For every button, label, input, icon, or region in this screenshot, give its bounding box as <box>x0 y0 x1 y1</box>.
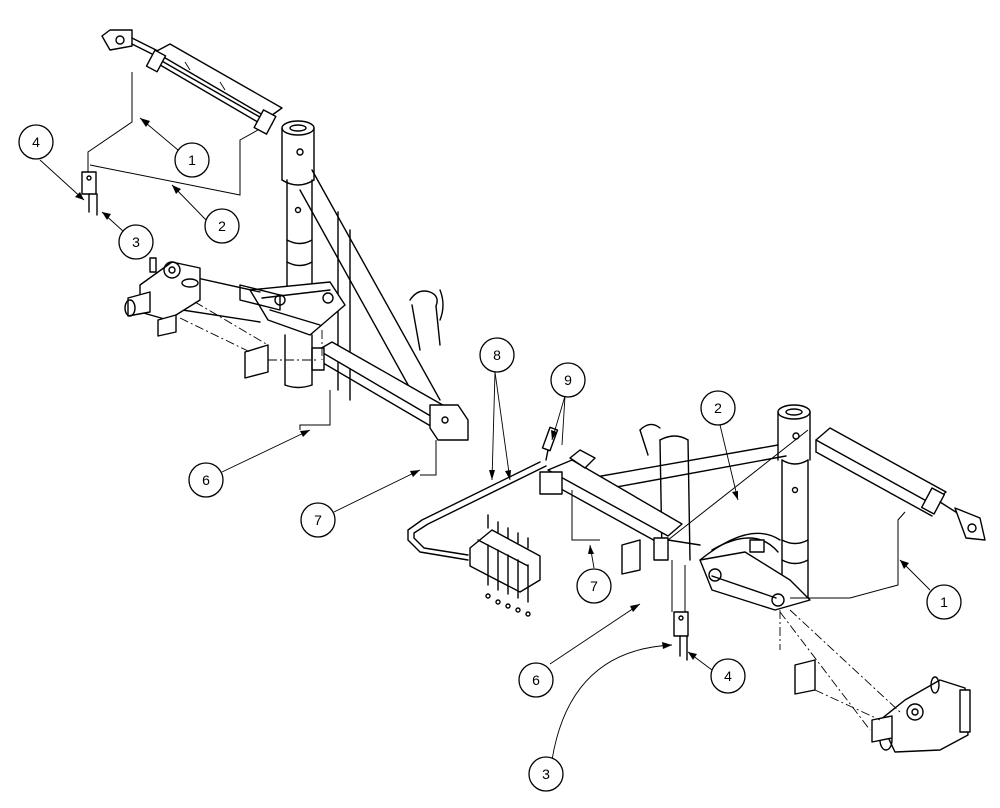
right-vertical-post <box>777 404 811 601</box>
callout-8: 8 <box>479 337 515 373</box>
svg-text:4: 4 <box>724 668 732 684</box>
callout-6-left: 6 <box>188 462 224 498</box>
right-tube-fitting <box>639 423 661 456</box>
right-lower-cylinder <box>539 449 701 561</box>
right-upper-cylinder <box>815 427 986 541</box>
right-base-plate <box>871 676 971 753</box>
callout-3-left: 3 <box>118 224 154 260</box>
right-hoses <box>571 429 906 612</box>
svg-text:4: 4 <box>32 134 40 150</box>
left-assembly <box>81 29 469 476</box>
control-valve-bank <box>407 461 547 617</box>
left-post-base <box>284 334 313 389</box>
svg-text:7: 7 <box>590 578 598 594</box>
svg-text:7: 7 <box>314 512 322 528</box>
left-small-bracket <box>157 314 269 379</box>
right-diagonal-brace <box>589 435 787 561</box>
svg-text:3: 3 <box>132 234 140 250</box>
leader-lines <box>39 117 931 761</box>
callout-9: 9 <box>550 362 586 398</box>
callout-1-right: 1 <box>926 584 962 620</box>
left-cylinder-top-clevis <box>101 29 161 59</box>
svg-text:1: 1 <box>940 594 948 610</box>
callout-1-left: 1 <box>174 142 210 178</box>
svg-text:8: 8 <box>493 347 501 363</box>
right-assembly <box>539 404 986 753</box>
callout-7-left: 7 <box>300 502 336 538</box>
svg-text:9: 9 <box>564 372 572 388</box>
valve-sections <box>469 514 541 617</box>
right-pivot-arms <box>699 532 811 611</box>
callout-7-right: 7 <box>576 568 612 604</box>
svg-text:2: 2 <box>714 400 722 416</box>
callout-4-right: 4 <box>710 658 746 694</box>
svg-text:2: 2 <box>218 218 226 234</box>
left-hoses <box>87 72 437 476</box>
callout-2-left: 2 <box>204 208 240 244</box>
left-lower-cylinder <box>311 341 469 441</box>
right-centerlines <box>779 609 901 731</box>
right-small-valve <box>673 611 689 661</box>
callout-6-right: 6 <box>518 662 554 698</box>
left-vertical-post <box>281 120 315 291</box>
svg-text:6: 6 <box>532 672 540 688</box>
svg-text:6: 6 <box>202 472 210 488</box>
svg-text:3: 3 <box>542 766 550 782</box>
callout-2-right: 2 <box>700 390 736 426</box>
callout-3-right: 3 <box>528 756 564 792</box>
left-diagonal-brace <box>299 169 441 411</box>
svg-text:1: 1 <box>188 152 196 168</box>
callout-balloons: 1 2 3 4 6 7 8 9 <box>18 124 962 792</box>
left-small-valve <box>81 171 98 216</box>
right-small-bracket <box>621 539 816 695</box>
left-pivot-base <box>149 271 346 336</box>
left-upper-cylinder <box>145 43 283 135</box>
left-tube-fitting <box>409 289 444 351</box>
callout-4-left: 4 <box>18 124 54 160</box>
left-centerlines <box>179 301 323 361</box>
left-mount-plate <box>124 257 201 321</box>
